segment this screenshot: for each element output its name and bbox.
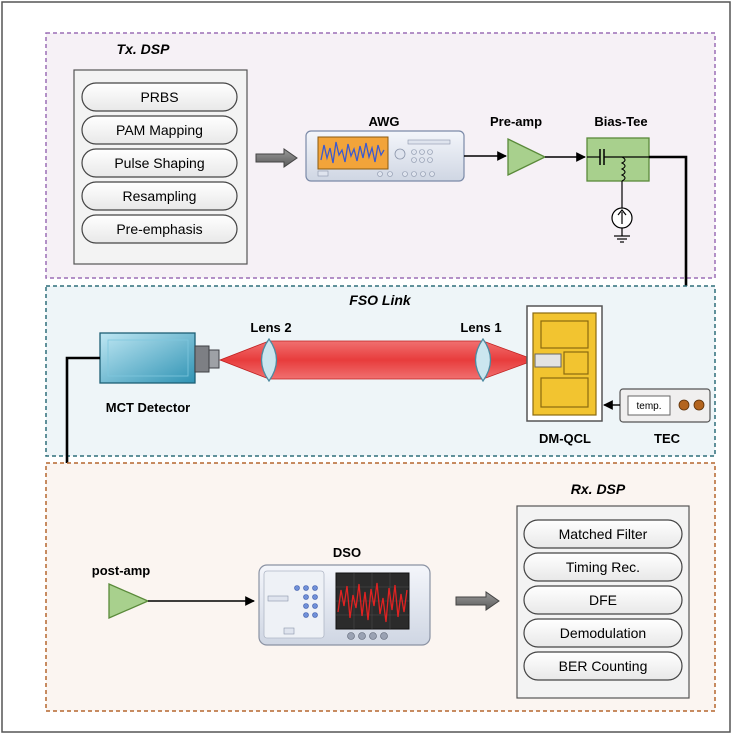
rx-step-1 bbox=[523, 519, 683, 549]
awg-instrument bbox=[305, 130, 465, 182]
postamp-label: post-amp bbox=[92, 563, 151, 578]
lens1-label: Lens 1 bbox=[460, 320, 501, 335]
tx-step-3 bbox=[81, 148, 238, 178]
bias-tee bbox=[586, 137, 650, 243]
tx-step-1 bbox=[81, 82, 238, 112]
qcl-label: DM-QCL bbox=[539, 431, 591, 446]
mct-label: MCT Detector bbox=[106, 400, 191, 415]
tx-step-label: PAM Mapping bbox=[116, 122, 203, 138]
lens2-label: Lens 2 bbox=[250, 320, 291, 335]
dm-qcl bbox=[526, 305, 603, 422]
tec-unit bbox=[619, 388, 711, 423]
lens-1 bbox=[474, 337, 492, 383]
tx-title: Tx. DSP bbox=[117, 41, 171, 57]
preamp-triangle bbox=[507, 137, 547, 177]
awg-label: AWG bbox=[368, 114, 399, 129]
dso-label: DSO bbox=[333, 545, 361, 560]
rx-step-label: BER Counting bbox=[559, 658, 648, 674]
rx-step-label: DFE bbox=[589, 592, 617, 608]
tec-display: temp. bbox=[636, 401, 661, 412]
preamp-label: Pre-amp bbox=[490, 114, 542, 129]
tx-step-2 bbox=[81, 115, 238, 145]
rx-step-label: Timing Rec. bbox=[566, 559, 640, 575]
tx-step-label: Resampling bbox=[123, 188, 197, 204]
lens-2 bbox=[260, 337, 278, 383]
tx-step-label: Pre-emphasis bbox=[116, 221, 202, 237]
dso-instrument bbox=[258, 564, 431, 646]
mct-detector bbox=[99, 332, 220, 384]
rx-step-2 bbox=[523, 552, 683, 582]
fso-title: FSO Link bbox=[349, 292, 412, 308]
tx-to-awg-arrow bbox=[255, 148, 298, 168]
tx-step-label: Pulse Shaping bbox=[114, 155, 204, 171]
rx-step-4 bbox=[523, 618, 683, 648]
rx-step-3 bbox=[523, 585, 683, 615]
rx-step-label: Demodulation bbox=[560, 625, 646, 641]
postamp-triangle bbox=[108, 583, 150, 619]
tx-step-5 bbox=[81, 214, 238, 244]
tec-label: TEC bbox=[654, 431, 681, 446]
tx-step-label: PRBS bbox=[140, 89, 178, 105]
rx-title: Rx. DSP bbox=[571, 481, 626, 497]
tx-step-4 bbox=[81, 181, 238, 211]
rx-step-label: Matched Filter bbox=[559, 526, 648, 542]
rx-step-5 bbox=[523, 651, 683, 681]
biastee-label: Bias-Tee bbox=[594, 114, 647, 129]
dso-to-rx-arrow bbox=[455, 591, 500, 611]
